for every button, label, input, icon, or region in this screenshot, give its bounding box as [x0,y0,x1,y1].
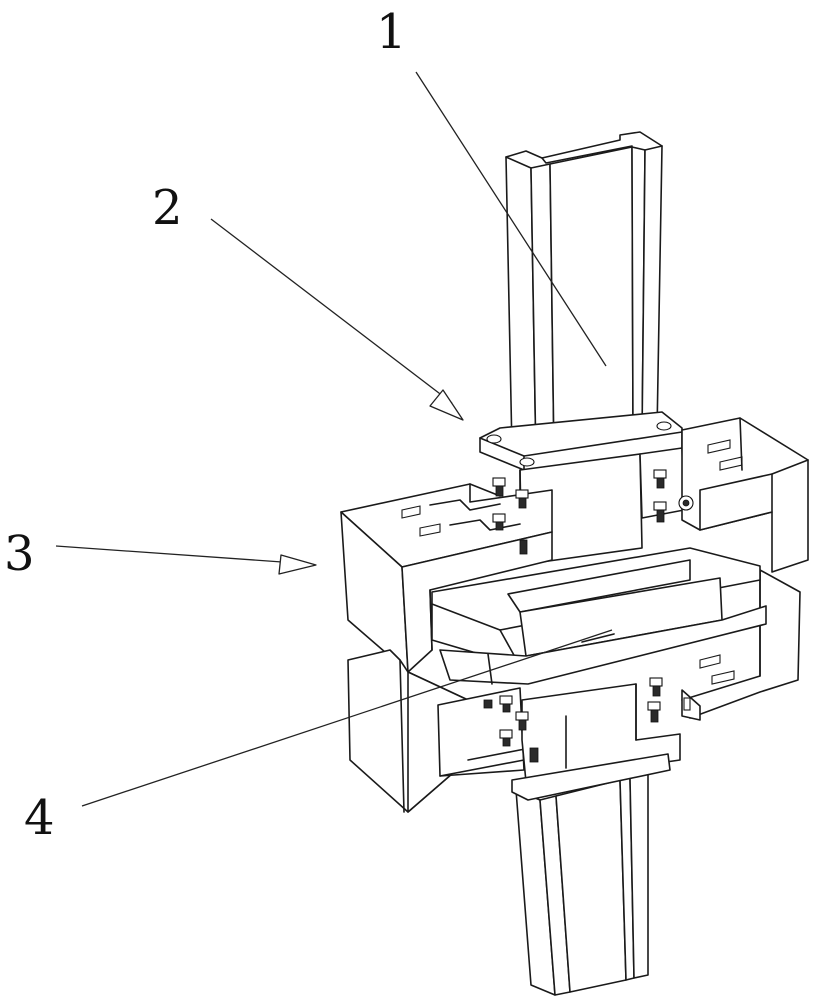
arrow-icon [278,554,317,575]
bolt-icon [515,489,529,509]
c-clamp-frame-lower-right [681,569,801,721]
callout-label-3: 3 [4,526,35,582]
arrow-icon [429,389,464,421]
bolt-icon [653,501,667,523]
lower-connector-block [511,683,681,801]
bolt-icon [647,701,661,723]
bolt-icon [529,747,539,763]
bolt-icon [499,729,513,747]
cross-beam [431,547,767,685]
callout-label-2: 2 [152,180,183,236]
c-clamp-frame-upper-right [681,417,809,573]
bolt-icon [649,677,663,697]
bolt-icon [678,495,694,511]
bolt-icon [519,539,528,555]
leader-4 [81,629,613,807]
fasteners [483,469,694,763]
leader-2 [210,218,464,421]
bolt-icon [483,699,493,709]
bolt-icon [653,469,667,489]
bolt-icon [492,513,506,531]
callout-label-4: 4 [24,790,55,846]
c-clamp-frame-lower-left [347,649,531,813]
c-clamp-frame-upper-left [340,483,553,673]
leader-1 [415,71,607,367]
callout-label-1: 1 [376,4,407,60]
bolt-icon [499,695,513,713]
bolt-icon [515,711,529,731]
lower-column [515,771,649,996]
leader-3 [55,545,317,575]
upper-column [505,131,663,461]
bolt-icon [492,477,506,497]
